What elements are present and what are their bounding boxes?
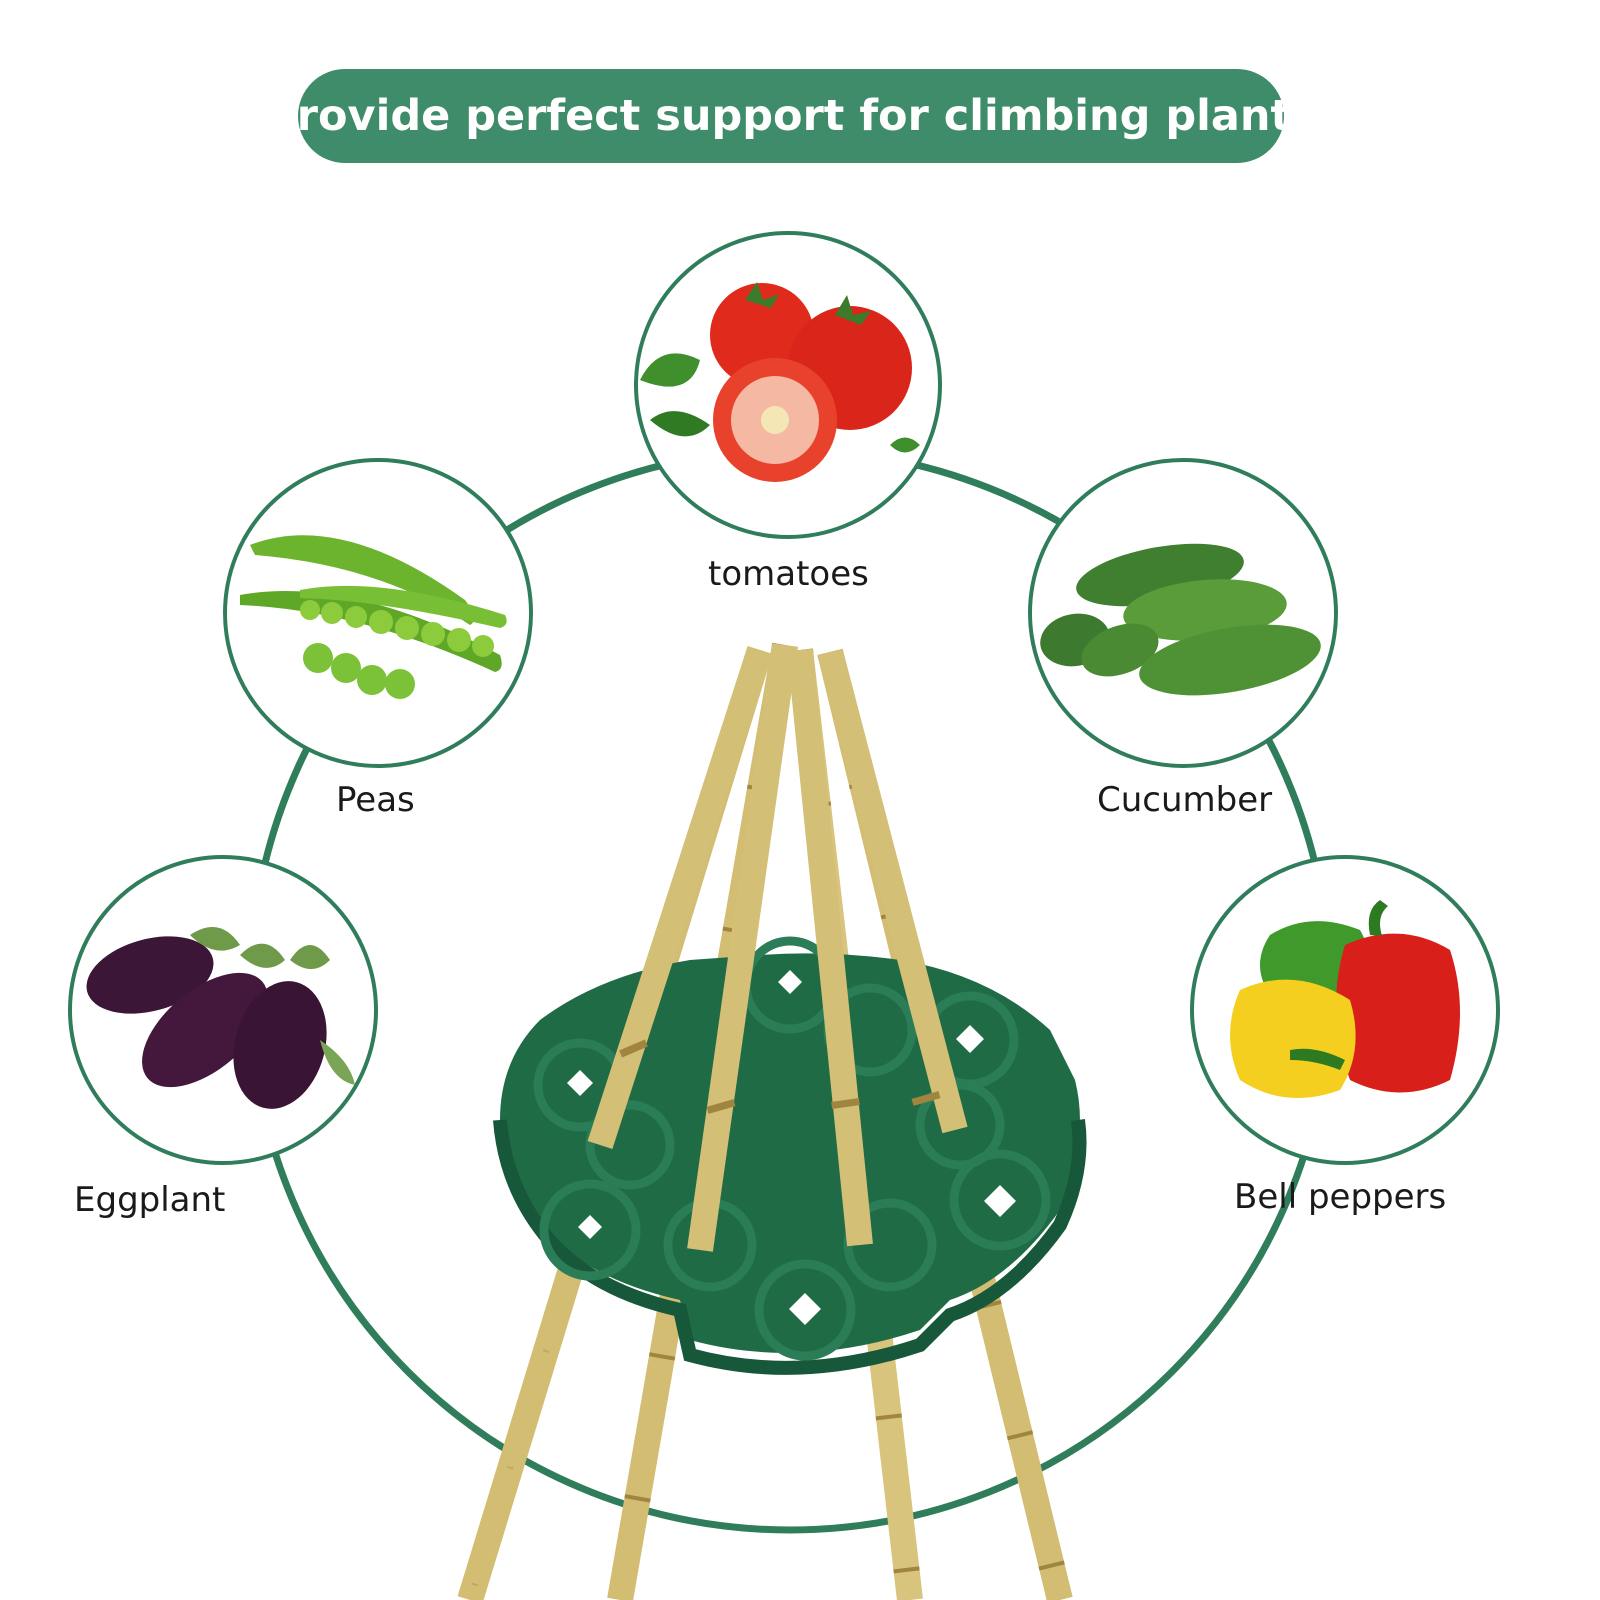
plant-circle-eggplant	[68, 855, 378, 1165]
headline-banner: Provide perfect support for climbing pla…	[265, 69, 1317, 163]
plant-circle-bell-peppers	[1190, 855, 1500, 1165]
plant-label-peas: Peas	[336, 780, 415, 820]
cucumber-icon	[1040, 543, 1321, 696]
plant-label-tomatoes: tomatoes	[708, 554, 869, 594]
bamboo-stakes-front	[587, 643, 968, 1252]
bell-pepper-icon	[1230, 900, 1460, 1098]
plant-circle-cucumber	[1028, 458, 1338, 768]
headline-text: Provide perfect support for climbing pla…	[265, 91, 1317, 141]
pea-pod-icon	[240, 535, 507, 699]
tomato-icon	[640, 282, 920, 482]
eggplant-icon	[86, 927, 355, 1109]
plant-label-bell-peppers: Bell peppers	[1234, 1177, 1447, 1217]
plant-circle-tomatoes	[634, 231, 942, 539]
plant-label-eggplant: Eggplant	[74, 1180, 226, 1220]
plant-label-cucumber: Cucumber	[1097, 780, 1273, 820]
plant-circle-peas	[223, 458, 533, 768]
